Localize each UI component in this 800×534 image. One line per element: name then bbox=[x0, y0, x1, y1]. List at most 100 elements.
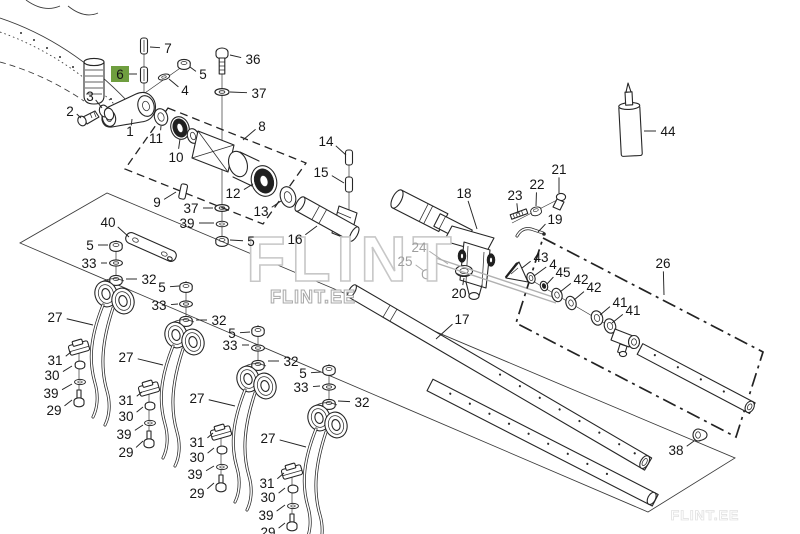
part-number-label: 33 bbox=[293, 380, 308, 395]
callout-15: 15 bbox=[313, 165, 345, 184]
tine-assembly-4 bbox=[280, 364, 350, 534]
watermark-secondary: FLINT.EE bbox=[270, 287, 356, 307]
callout-25: 25 bbox=[397, 254, 425, 272]
callout-29: 29 bbox=[118, 440, 144, 460]
part-number-label: 40 bbox=[100, 215, 115, 230]
part-number-label: 33 bbox=[222, 338, 237, 353]
callout-33: 33 bbox=[293, 380, 321, 395]
part-number-label: 39 bbox=[179, 216, 194, 231]
part-number-label: 16 bbox=[287, 232, 302, 247]
part-number-label: 23 bbox=[507, 188, 522, 203]
washer-part-13 bbox=[279, 186, 297, 208]
drive-tube-assembly-part-18 bbox=[390, 189, 496, 300]
part-number-label: 8 bbox=[258, 119, 266, 134]
part-number-label: 32 bbox=[354, 395, 369, 410]
part-number-label: 5 bbox=[86, 238, 94, 253]
part-number-label: 43 bbox=[533, 250, 548, 265]
part-number-label: 30 bbox=[44, 368, 59, 383]
callout-14: 14 bbox=[318, 134, 347, 156]
callout-18: 18 bbox=[456, 186, 478, 230]
callout-31: 31 bbox=[259, 472, 285, 491]
part-number-label: 26 bbox=[655, 256, 670, 271]
bearing-part-12 bbox=[250, 165, 278, 197]
part-number-label: 31 bbox=[118, 393, 133, 408]
callout-5: 5 bbox=[299, 366, 322, 381]
part-number-label: 27 bbox=[189, 391, 204, 406]
part-number-label: 19 bbox=[547, 212, 562, 227]
part-number-label: 27 bbox=[47, 310, 62, 325]
part-number-label: 30 bbox=[189, 450, 204, 465]
part-number-label: 37 bbox=[183, 201, 198, 216]
callout-41: 41 bbox=[611, 303, 641, 324]
callout-43: 43 bbox=[521, 250, 549, 269]
part-number-label: 31 bbox=[189, 435, 204, 450]
part-number-label: 39 bbox=[258, 508, 273, 523]
callout-3: 3 bbox=[86, 89, 103, 109]
part-number-label: 38 bbox=[668, 443, 683, 458]
part-number-label: 11 bbox=[149, 131, 163, 146]
callout-29: 29 bbox=[46, 399, 73, 418]
callout-4: 4 bbox=[533, 257, 557, 277]
part-number-label: 32 bbox=[211, 313, 226, 328]
part-number-label: 36 bbox=[245, 52, 260, 67]
washer-chain-41-42-45 bbox=[525, 272, 617, 334]
callout-8: 8 bbox=[242, 119, 266, 141]
callout-39: 39 bbox=[116, 424, 144, 442]
part-number-label: 1 bbox=[126, 124, 134, 139]
bearing-housing-box-part-8 bbox=[123, 107, 308, 225]
part-number-label: 10 bbox=[168, 150, 183, 165]
callout-36: 36 bbox=[229, 52, 261, 67]
part-number-label: 31 bbox=[259, 476, 274, 491]
part-number-label: 39 bbox=[43, 386, 58, 401]
callout-32: 32 bbox=[337, 395, 370, 410]
callout-32: 32 bbox=[268, 354, 299, 369]
elbow-fitting bbox=[610, 328, 641, 358]
bearing-housing-casting bbox=[191, 130, 260, 187]
callout-12: 12 bbox=[225, 183, 254, 201]
part-number-label: 30 bbox=[118, 409, 133, 424]
part-number-label: 15 bbox=[313, 165, 328, 180]
part-number-label: 12 bbox=[225, 186, 240, 201]
callout-6: 6 bbox=[111, 66, 137, 82]
callout-42: 42 bbox=[559, 272, 589, 293]
callout-44: 44 bbox=[644, 124, 676, 139]
watermark-primary: FLINT bbox=[246, 223, 457, 295]
part-number-label: 4 bbox=[181, 83, 189, 98]
part-number-label: 22 bbox=[529, 177, 544, 192]
callout-5: 5 bbox=[228, 326, 251, 341]
callout-31: 31 bbox=[189, 432, 214, 450]
part-number-label: 5 bbox=[299, 366, 307, 381]
washer-part-4-top bbox=[157, 72, 171, 82]
rotor-disc bbox=[0, 0, 131, 113]
washer-part-11 bbox=[153, 108, 169, 126]
part-number-label: 9 bbox=[153, 195, 161, 210]
part-number-label: 45 bbox=[555, 265, 570, 280]
part-number-label: 25 bbox=[397, 254, 412, 269]
shaft-part-16 bbox=[294, 196, 360, 242]
rod-part-19 bbox=[515, 227, 546, 238]
part-number-label: 39 bbox=[187, 467, 202, 482]
grayed-rod-part-24 bbox=[435, 257, 557, 304]
callout-39: 39 bbox=[43, 383, 73, 401]
part-number-label: 44 bbox=[660, 124, 676, 139]
callout-17: 17 bbox=[435, 312, 470, 340]
part-number-label: 5 bbox=[228, 326, 236, 341]
part-number-label: 18 bbox=[456, 186, 471, 201]
part-number-label: 29 bbox=[118, 445, 133, 460]
callout-22: 22 bbox=[529, 177, 545, 207]
part-number-label: 17 bbox=[454, 312, 469, 327]
tine-bar-tube bbox=[426, 378, 659, 507]
greased-line-tube bbox=[636, 343, 756, 415]
callout-39: 39 bbox=[187, 465, 215, 482]
frame-bar-outline bbox=[19, 192, 736, 513]
callout-27: 27 bbox=[260, 431, 307, 448]
part-number-label: 14 bbox=[318, 134, 334, 149]
part-number-label: 39 bbox=[116, 427, 131, 442]
plate-part-40 bbox=[125, 232, 177, 262]
part-number-label: 5 bbox=[199, 67, 207, 82]
highlight-marker bbox=[111, 66, 129, 82]
callout-2: 2 bbox=[66, 104, 82, 119]
part-number-label: 29 bbox=[189, 486, 204, 501]
bushing-part-38 bbox=[692, 428, 708, 442]
